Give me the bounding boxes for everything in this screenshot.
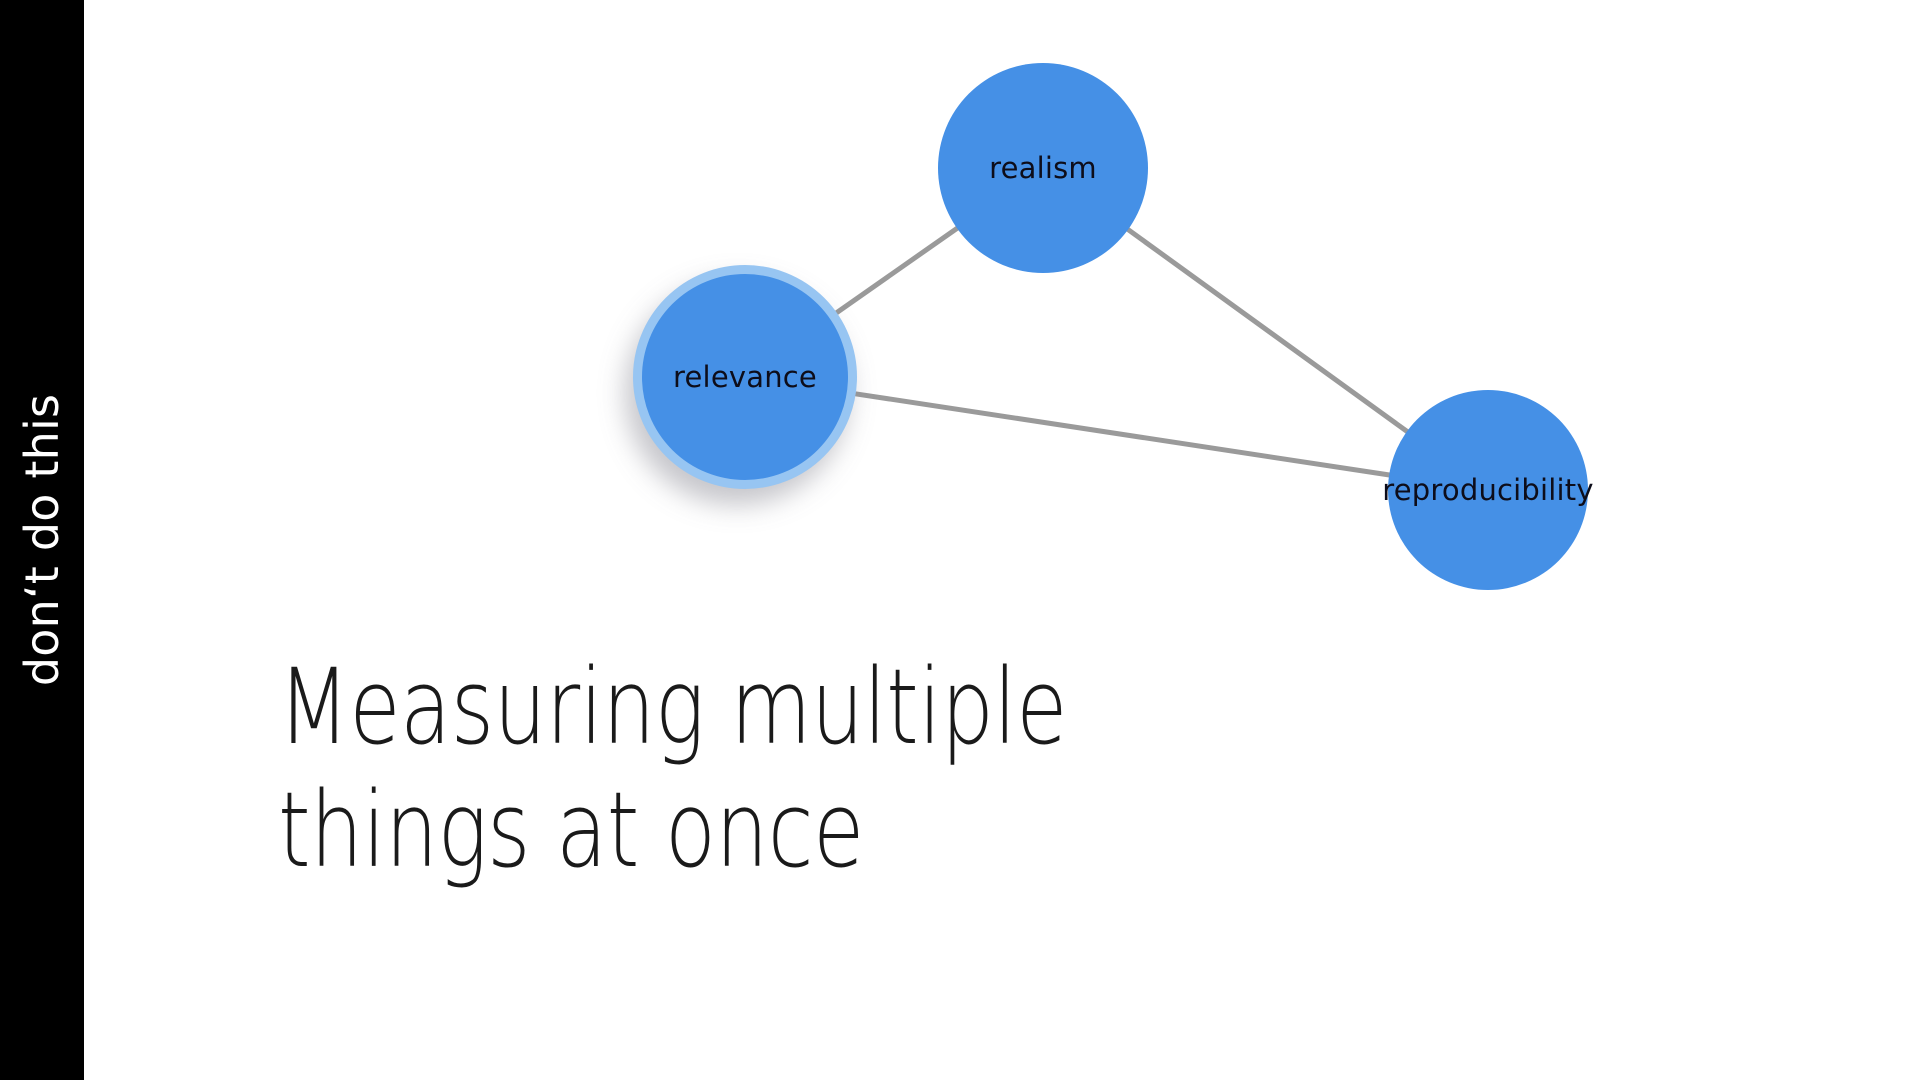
sidebar-rail: don‘t do this [0, 0, 84, 1080]
diagram-edge [1123, 225, 1412, 436]
page-title-line-1: Measuring multiple [278, 646, 1068, 768]
graph-node-relevance[interactable]: relevance [633, 265, 857, 489]
diagram-edges [832, 224, 1412, 478]
graph-node-reproducibility[interactable]: reproducibility [1382, 390, 1594, 590]
graph-node-label: relevance [673, 360, 817, 394]
node-link-diagram: relevance realism reproducibility [84, 0, 1920, 1080]
diagram-edge [832, 224, 962, 317]
graph-node-label: realism [989, 151, 1097, 185]
diagram-edge [851, 391, 1394, 478]
page-title-line-2: things at once [278, 768, 864, 891]
sidebar-caption: don‘t do this [0, 0, 84, 1080]
page-title: Measuring multiple things at once [278, 646, 1078, 891]
graph-node-label: reproducibility [1382, 473, 1594, 507]
sidebar-caption-text: don‘t do this [15, 393, 69, 687]
graph-node-realism[interactable]: realism [938, 63, 1148, 273]
